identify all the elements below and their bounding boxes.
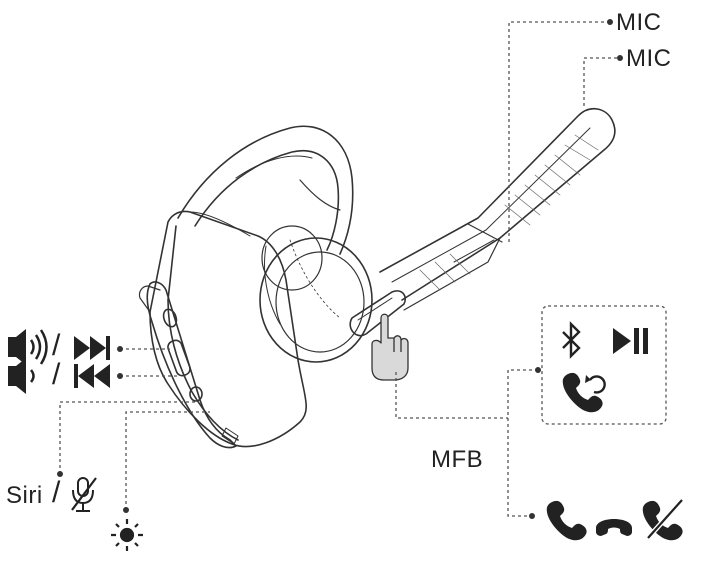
play-pause-icon <box>613 328 648 354</box>
next-track-icon <box>74 336 110 360</box>
slash-siri: / <box>52 476 61 509</box>
speaker-volume-up-icon <box>8 329 48 365</box>
siri-label: Siri <box>6 482 43 509</box>
speaker-volume-down-icon <box>8 358 35 394</box>
ear-hook <box>177 125 354 255</box>
mfb-button <box>349 290 407 337</box>
button-panel <box>146 281 237 449</box>
mic-label-top: MIC <box>616 9 662 36</box>
mfb-function-box <box>541 305 667 425</box>
leader-lines <box>59 21 620 517</box>
led-light-icon <box>111 519 143 551</box>
bluetooth-icon <box>562 321 581 359</box>
boom-mic <box>379 108 616 301</box>
slash-volume-up: / <box>52 329 61 362</box>
slash-volume-down: / <box>52 358 61 391</box>
microphone-mute-icon <box>71 477 97 512</box>
ear-piece <box>259 237 373 363</box>
mfb-label: MFB <box>431 446 484 473</box>
headset-body <box>149 210 307 448</box>
phone-reject-icon <box>642 498 684 541</box>
headset-illustration <box>138 108 616 449</box>
previous-track-icon <box>74 364 110 388</box>
leader-dots <box>57 19 623 519</box>
pointing-hand-icon <box>371 313 409 381</box>
mic-label-second: MIC <box>626 45 672 72</box>
phone-hang-up-icon <box>596 519 632 536</box>
phone-answer-icon <box>546 500 587 541</box>
phone-redial-icon <box>562 372 606 413</box>
